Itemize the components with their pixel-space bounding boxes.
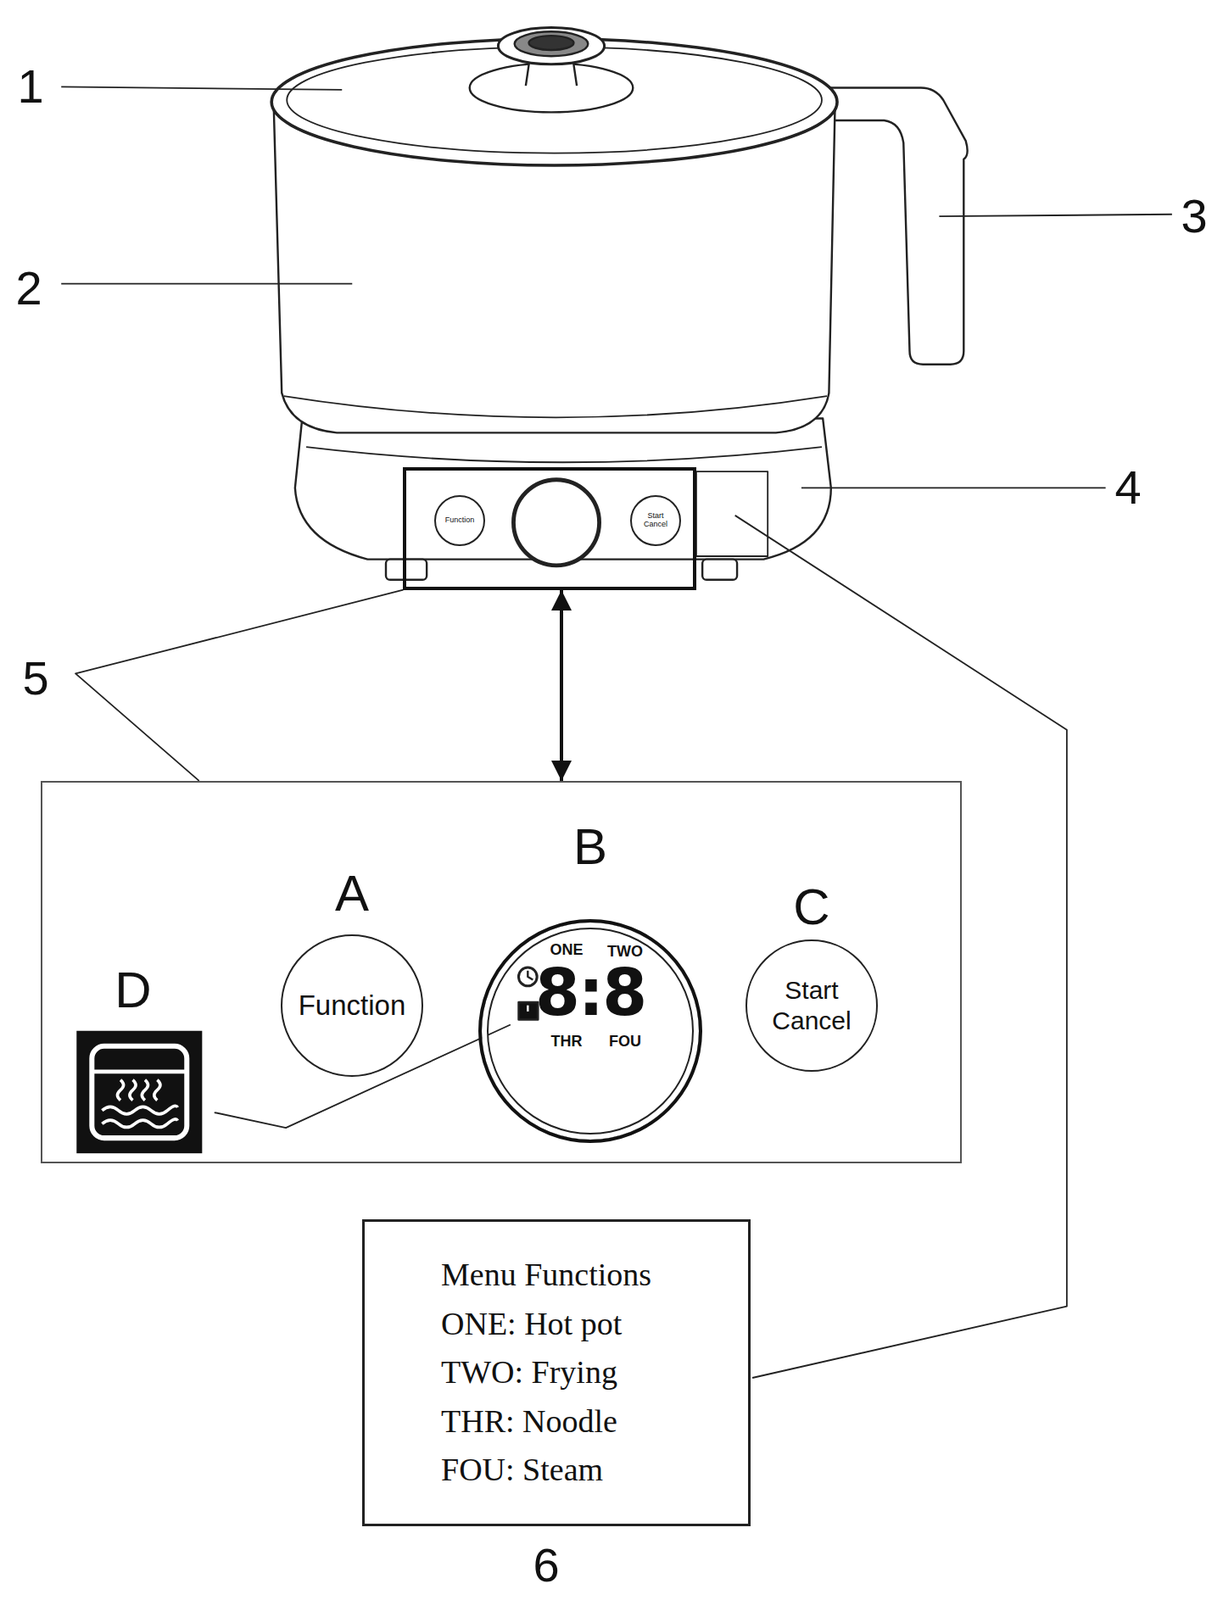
leader-line xyxy=(61,283,352,285)
button-label: Function xyxy=(445,516,475,525)
foot xyxy=(385,559,427,581)
menu-item: THR: Noodle xyxy=(441,1402,618,1442)
lid-knob-ring xyxy=(514,31,589,56)
leader-line xyxy=(938,214,1172,217)
pot-rim-line xyxy=(284,396,827,418)
callout-number: 2 xyxy=(15,264,42,313)
display-dial: BONETWO8:8THRFOU xyxy=(478,919,703,1144)
callout-number: 3 xyxy=(1180,192,1207,241)
menu-item: FOU: Steam xyxy=(441,1451,604,1491)
button-label: Start Cancel xyxy=(638,512,673,530)
menu-functions-box: Menu FunctionsONE: Hot potTWO: FryingTHR… xyxy=(362,1219,751,1527)
part-letter: D xyxy=(114,965,151,1017)
mode-label: ONE xyxy=(549,942,583,958)
small-start-cancel-button: Start Cancel xyxy=(630,495,682,547)
mode-label: THR xyxy=(551,1033,583,1050)
part-letter: C xyxy=(792,882,830,933)
menu-heading: Menu Functions xyxy=(441,1256,652,1296)
steam-indicator-icon xyxy=(518,1002,538,1020)
leader-line xyxy=(61,86,342,90)
leader-line xyxy=(75,590,403,782)
indicator-area xyxy=(696,471,768,557)
control-knob xyxy=(513,480,599,566)
leader-line xyxy=(735,515,1067,1379)
start-cancel-button: CStart Cancel xyxy=(745,939,878,1073)
double-arrow xyxy=(559,590,564,782)
steam-icon xyxy=(76,1031,202,1154)
handle xyxy=(821,88,968,365)
button-label: Function xyxy=(298,989,407,1022)
mode-label: FOU xyxy=(608,1033,642,1050)
menu-item: TWO: Frying xyxy=(441,1353,618,1393)
callout-number: 1 xyxy=(16,62,44,111)
control-panel-outline: Function Start Cancel xyxy=(402,467,697,591)
leader-line xyxy=(214,1025,511,1129)
function-button: AFunction xyxy=(280,934,424,1078)
timer-icon xyxy=(518,967,537,987)
callout-number: 6 xyxy=(532,1541,559,1590)
lid-knob-ring xyxy=(529,35,575,51)
button-label: Start Cancel xyxy=(767,975,857,1037)
base-edge xyxy=(306,446,822,463)
mode-label: TWO xyxy=(607,943,643,960)
small-function-button: Function xyxy=(434,495,486,547)
leader-line xyxy=(801,486,1106,489)
panel-detail-box: AFunctionBONETWO8:8THRFOUCStart Cancel xyxy=(40,781,962,1164)
menu-item: ONE: Hot pot xyxy=(441,1305,622,1345)
callout-number: 5 xyxy=(22,654,49,703)
time-digits: 8:8 xyxy=(535,960,646,1026)
part-letter: B xyxy=(573,821,608,873)
foot xyxy=(702,559,738,581)
lid-knob-top xyxy=(497,27,604,64)
callout-number: 4 xyxy=(1114,463,1141,512)
part-letter: A xyxy=(335,868,369,920)
